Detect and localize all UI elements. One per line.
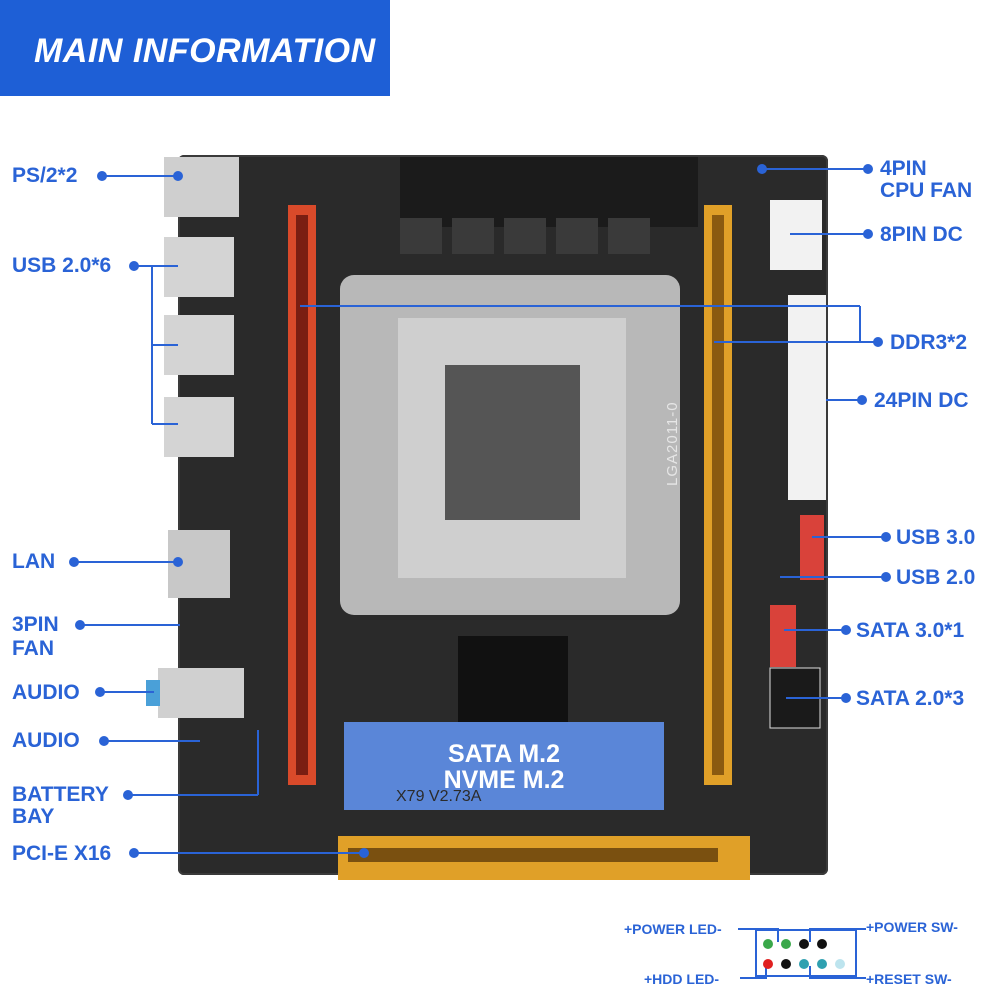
label-usb30: USB 3.0 (896, 526, 976, 549)
label-24pin-dc: 24PIN DC (874, 389, 969, 412)
label-battery-1: BATTERY (12, 783, 109, 806)
label-battery-2: BAY (12, 805, 55, 828)
pin-power-sw-1 (799, 939, 809, 949)
label-sata30: SATA 3.0*1 (856, 619, 965, 642)
label-3pin-fan-1: 3PIN (12, 613, 59, 636)
header-banner: MAIN INFORMATION (0, 0, 390, 96)
pin-hdd-led-minus (781, 959, 791, 969)
label-pcie: PCI-E X16 (12, 842, 112, 865)
label-cpufan-2: CPU FAN (880, 179, 973, 202)
pin-reset-sw-2 (817, 959, 827, 969)
label-sata20: SATA 2.0*3 (856, 687, 965, 710)
label-audio-2: AUDIO (12, 729, 80, 752)
label-cpufan-1: 4PIN (880, 157, 927, 180)
pin-hdd-led-plus (763, 959, 773, 969)
pin-power-led-plus (763, 939, 773, 949)
board-model: X79 V2.73A (396, 788, 482, 805)
m2-line2: NVME M.2 (443, 766, 565, 794)
label-audio-1: AUDIO (12, 681, 80, 704)
pin-power-sw-2 (817, 939, 827, 949)
label-ddr3: DDR3*2 (890, 331, 968, 354)
label-3pin-fan-2: FAN (12, 637, 54, 660)
label-hdd-led: +HDD LED- (644, 971, 720, 987)
label-8pin-dc: 8PIN DC (880, 223, 963, 246)
pin-empty (835, 959, 845, 969)
banner-title: MAIN INFORMATION (34, 32, 376, 70)
m2-line1: SATA M.2 (447, 740, 561, 768)
label-lan: LAN (12, 550, 56, 573)
m2-slot-label: SATA M.2 NVME M.2 X79 V2.73A (344, 722, 664, 810)
label-usb20x6: USB 2.0*6 (12, 254, 112, 277)
label-ps2: PS/2*2 (12, 164, 78, 187)
label-power-led: +POWER LED- (624, 921, 722, 937)
label-usb20: USB 2.0 (896, 566, 976, 589)
label-reset-sw: +RESET SW- (866, 971, 952, 987)
pin-power-led-minus (781, 939, 791, 949)
label-power-sw: +POWER SW- (866, 919, 958, 935)
pin-reset-sw-1 (799, 959, 809, 969)
